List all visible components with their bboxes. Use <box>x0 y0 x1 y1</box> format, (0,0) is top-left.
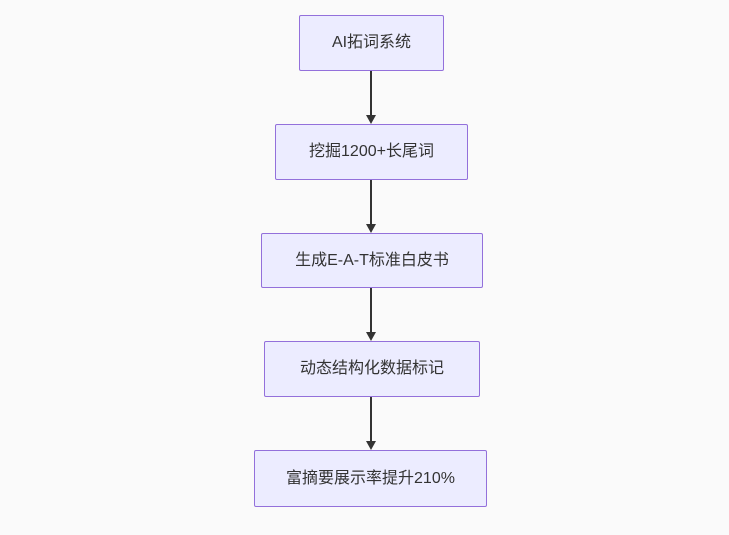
arrow-down-icon <box>366 224 376 233</box>
flow-node-label: 动态结构化数据标记 <box>299 360 444 378</box>
flow-node-longtail-keywords: 挖掘1200+长尾词 <box>275 124 468 180</box>
flow-node-structured-data: 动态结构化数据标记 <box>264 341 480 397</box>
arrow-down-icon <box>366 332 376 341</box>
flow-node-ai-system: AI拓词系统 <box>299 15 444 71</box>
arrow-down-icon <box>366 441 376 450</box>
edge-connector-line <box>370 397 372 441</box>
edge-connector-line <box>370 288 372 332</box>
flow-node-label: AI拓词系统 <box>331 34 412 52</box>
flow-node-rich-snippet-rate: 富摘要展示率提升210% <box>254 450 487 507</box>
flow-node-label: 挖掘1200+长尾词 <box>309 143 434 161</box>
edge-connector-line <box>370 180 372 224</box>
flow-node-label: 富摘要展示率提升210% <box>286 469 455 487</box>
flow-node-label: 生成E-A-T标准白皮书 <box>295 251 449 269</box>
arrow-down-icon <box>366 115 376 124</box>
edge-connector-line <box>370 71 372 116</box>
flow-node-eat-whitepaper: 生成E-A-T标准白皮书 <box>261 233 483 288</box>
